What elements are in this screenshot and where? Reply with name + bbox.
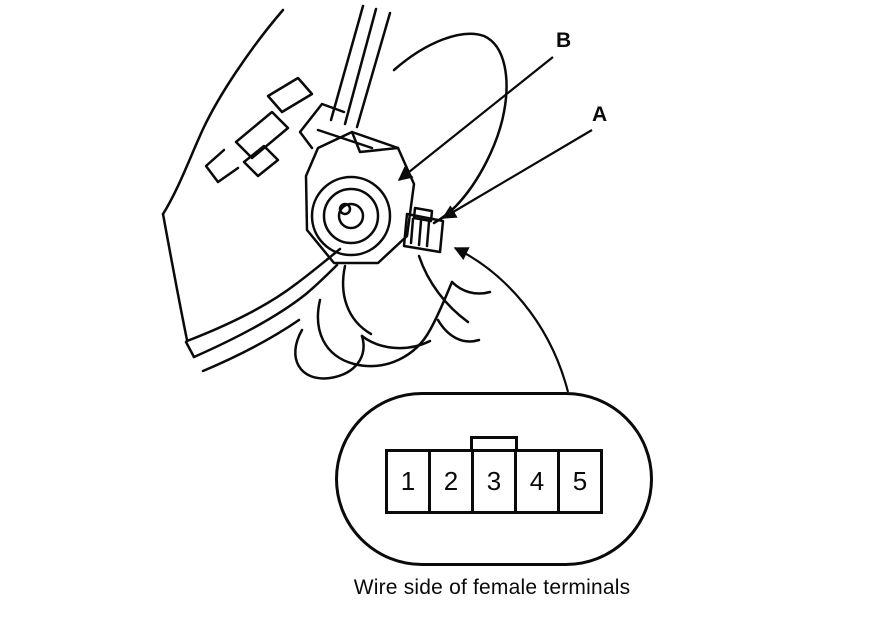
terminal-row: 1 2 3 4 5: [385, 449, 603, 514]
terminal-cell-5: 5: [572, 466, 588, 496]
connector-caption: Wire side of female terminals: [353, 576, 631, 599]
terminal-cell-3: 3: [474, 452, 517, 511]
terminal-cell-1: 1: [388, 452, 431, 511]
callout-a-arrow: [441, 129, 593, 219]
callout-label-b: B: [556, 29, 572, 52]
column-linework: [161, 4, 508, 380]
terminal-cell-4: 4: [517, 452, 560, 511]
connector-key-tab: [470, 436, 518, 449]
callout-arrows: [397, 56, 593, 393]
callout-label-a: A: [592, 103, 608, 126]
terminal-cell-2: 2: [431, 452, 474, 511]
callout-b-arrow: [397, 56, 554, 181]
connector-leader-line: [453, 247, 570, 393]
